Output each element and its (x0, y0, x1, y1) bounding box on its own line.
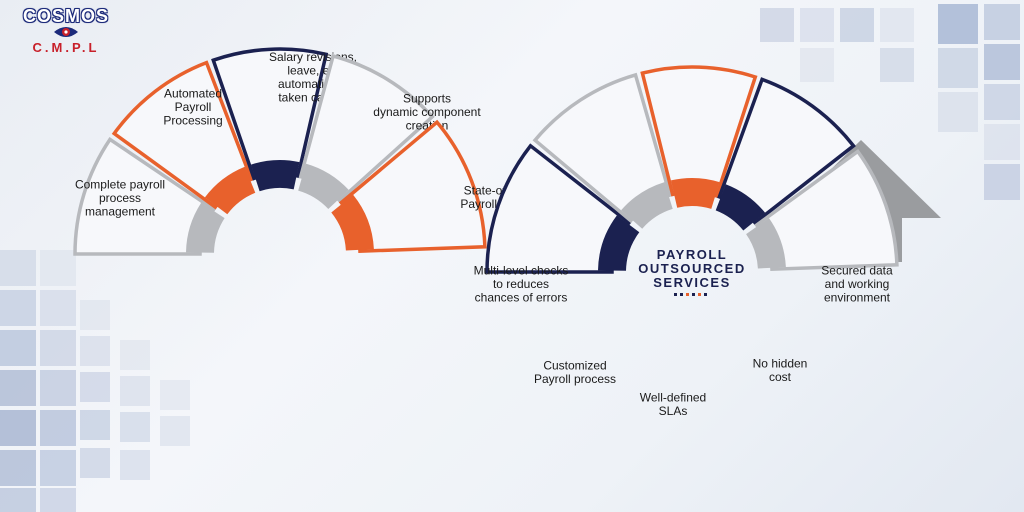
background-tile (80, 410, 110, 440)
segment-inner-band (670, 177, 720, 209)
background-tile (984, 84, 1020, 120)
background-tile (80, 448, 110, 478)
background-tile (938, 48, 978, 88)
background-tile (80, 300, 110, 330)
background-tile (984, 164, 1020, 200)
background-tile (0, 290, 36, 326)
background-tile (120, 450, 150, 480)
background-tile (120, 412, 150, 442)
center-title-line3: SERVICES (653, 275, 731, 290)
background-tile (120, 340, 150, 370)
background-tile (40, 330, 76, 366)
segment-label-line: Supports (403, 92, 451, 106)
segment-label-line: environment (824, 291, 891, 305)
background-tile (40, 290, 76, 326)
segment-inner-band (598, 215, 640, 271)
background-tile (760, 8, 794, 42)
background-tile (840, 8, 874, 42)
segment-label-line: SLAs (659, 404, 688, 418)
segment-label-line: to reduces (493, 277, 549, 291)
logo-emblem-icon (54, 27, 78, 37)
segment-label-line: Multi-level checks (474, 264, 569, 278)
background-tile (80, 336, 110, 366)
segment-inner-band (746, 218, 786, 269)
segment-label-line: Automated (164, 87, 222, 101)
segment-inner-band (186, 202, 225, 253)
segment-label-line: and working (825, 277, 890, 291)
segment-label-line: No hidden (753, 356, 808, 370)
segment-inner-band (251, 160, 300, 192)
segment-label-line: Complete payroll (75, 178, 165, 192)
center-title-line2: OUTSOURCED (638, 261, 745, 276)
background-tile (984, 4, 1020, 40)
segment-label-line: Payroll (175, 100, 212, 114)
segment-label-line: management (85, 205, 156, 219)
center-dots (674, 293, 707, 296)
background-tile (938, 92, 978, 132)
segment-label-line: cost (769, 370, 792, 384)
segment-label-line: Secured data (821, 264, 893, 278)
background-tile (0, 370, 36, 406)
background-tile (40, 488, 76, 512)
segment-label-line: Customized (543, 358, 606, 372)
center-dot (698, 293, 701, 296)
segment-label-line: Processing (163, 114, 222, 128)
center-dot (674, 293, 677, 296)
segment-label-line: Well-defined (640, 390, 706, 404)
center-dot (680, 293, 683, 296)
background-tile (0, 488, 36, 512)
center-title-line1: PAYROLL (657, 247, 727, 262)
segment-inner-band (715, 184, 766, 231)
center-dot (704, 293, 707, 296)
segment-label-line: leave, etc (287, 63, 338, 77)
background-tile (160, 380, 190, 410)
background-tile (40, 450, 76, 486)
background-tile (984, 124, 1020, 160)
background-tile (80, 372, 110, 402)
logo-subtitle: C.M.P.L (32, 40, 100, 55)
background-tile (0, 410, 36, 446)
background-tile (984, 44, 1020, 80)
background-tile (0, 330, 36, 366)
center-dot (692, 293, 695, 296)
background-tile (160, 416, 190, 446)
background-tile (880, 48, 914, 82)
background-tile (40, 370, 76, 406)
logo-name: COSMOS (22, 6, 109, 26)
segment-label-line: chances of errors (475, 291, 568, 305)
segment-label-line: dynamic component (373, 105, 481, 119)
segment-inner-band (331, 194, 374, 251)
background-tile (880, 8, 914, 42)
company-logo: COSMOS C.M.P.L (8, 6, 124, 62)
segment-inner-band (298, 163, 349, 209)
background-tile (40, 410, 76, 446)
background-tile (40, 250, 76, 286)
background-tile (0, 450, 36, 486)
segment-inner-band (204, 166, 256, 215)
center-dot (686, 293, 689, 296)
background-tile (800, 8, 834, 42)
background-tile (120, 376, 150, 406)
segment-label-line: Payroll process (534, 372, 616, 386)
segment-inner-band (621, 182, 673, 229)
segment-label-line: process (99, 191, 141, 205)
background-tile (938, 4, 978, 44)
background-tile (800, 48, 834, 82)
background-tile (0, 250, 36, 286)
